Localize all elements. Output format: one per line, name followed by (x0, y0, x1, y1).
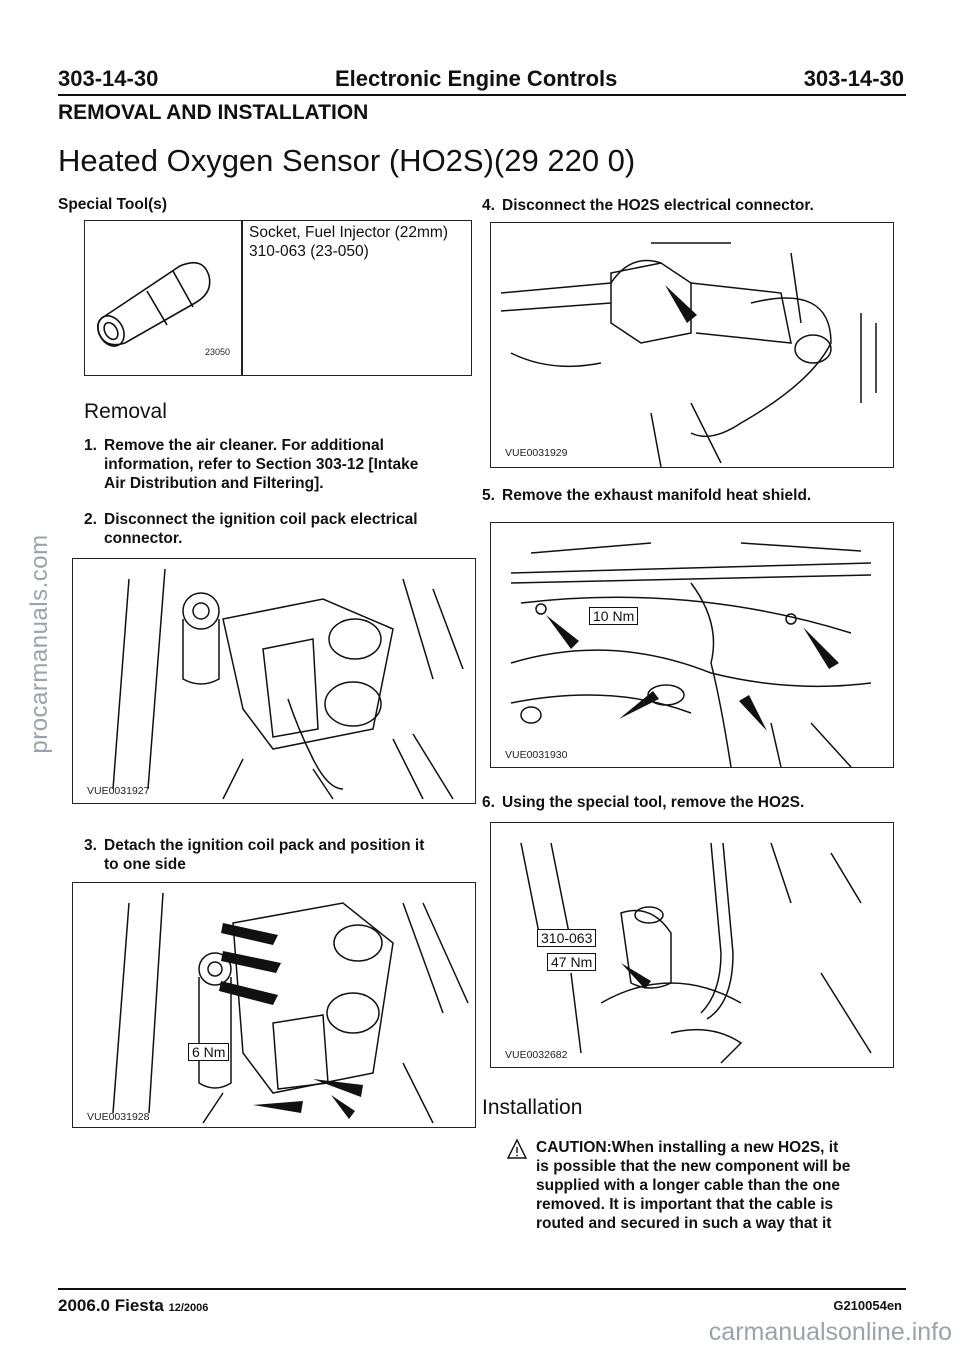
step-4-line-1: Disconnect the HO2S electrical connector… (502, 197, 814, 214)
figure-coil-pack-detach: 6 Nm VUE0031928 (72, 882, 476, 1128)
bottom-watermark: carmanualsonline.info (708, 1318, 952, 1346)
page-title: Heated Oxygen Sensor (HO2S)(29 220 0) (58, 143, 636, 178)
step-4-number: 4. (482, 197, 495, 214)
figure-ho2s-connector: VUE0031929 (490, 222, 894, 468)
tool-image-code: 23050 (205, 347, 231, 357)
figure-heat-shield: 10 Nm VUE0031930 (490, 522, 894, 768)
special-tools-table: 23050 Socket, Fuel Injector (22mm) 310-0… (84, 220, 472, 376)
figure-4-code: VUE0031930 (505, 749, 568, 761)
step-5-number: 5. (482, 487, 495, 504)
step-6-number: 6. (482, 794, 495, 811)
step-1-line-1: Remove the air cleaner. For additional (104, 437, 384, 454)
page-number-right: 303-14-30 (803, 66, 904, 91)
step-3-line-1: Detach the ignition coil pack and positi… (104, 837, 425, 854)
footer-code: G210054en (833, 1298, 902, 1313)
step-2-line-2: connector. (104, 530, 183, 547)
tool-name: Socket, Fuel Injector (22mm) (249, 224, 448, 241)
side-watermark: procarmanuals.com (26, 534, 53, 754)
step-1-number: 1. (84, 437, 97, 454)
heat-shield-illustration (510, 542, 872, 767)
figure-1-code: VUE0031927 (87, 785, 150, 797)
ignition-coil-illustration (112, 568, 464, 800)
caution-line-2: is possible that the new component will … (536, 1158, 851, 1175)
special-tools-heading: Special Tool(s) (58, 196, 168, 213)
step-1-line-2: information, refer to Section 303-12 [In… (104, 456, 419, 473)
caution-line-5: routed and secured in such a way that it (536, 1215, 832, 1232)
step-6-line-1: Using the special tool, remove the HO2S. (502, 794, 805, 811)
ho2s-connector-illustration (500, 242, 877, 467)
step-2-line-1: Disconnect the ignition coil pack electr… (104, 511, 418, 528)
figure-3-code: VUE0031929 (505, 447, 568, 459)
footer-model-name: 2006.0 Fiesta (58, 1296, 164, 1315)
footer-date: 12/2006 (168, 1302, 209, 1314)
section-heading: REMOVAL AND INSTALLATION (58, 101, 369, 124)
caution-line-4: removed. It is important that the cable … (536, 1196, 834, 1213)
figure-2-code: VUE0031928 (87, 1111, 150, 1123)
figure-5-code: VUE0032682 (505, 1049, 568, 1061)
step-5-line-1: Remove the exhaust manifold heat shield. (502, 487, 812, 504)
header-rule (58, 94, 906, 96)
coil-pack-illustration (112, 892, 469, 1124)
installation-heading: Installation (482, 1096, 583, 1119)
torque-callout-6nm: 6 Nm (188, 1043, 230, 1061)
fuel-injector-socket-icon (97, 261, 211, 347)
footer-rule (58, 1288, 906, 1290)
tool-number: 310-063 (23-050) (249, 243, 369, 260)
caution-line-3: supplied with a longer cable than the on… (536, 1177, 841, 1194)
footer-model: 2006.0 Fiesta 12/2006 (58, 1296, 208, 1316)
step-3-line-2: to one side (104, 856, 186, 873)
torque-callout-47nm: 47 Nm (547, 953, 597, 971)
step-3-number: 3. (84, 837, 97, 854)
figure-ho2s-removal: 310-063 47 Nm VUE0032682 (490, 822, 894, 1068)
step-1-line-3: Air Distribution and Filtering]. (104, 475, 324, 492)
caution-line-1: CAUTION:When installing a new HO2S, it (536, 1139, 839, 1156)
figure-ignition-coil-connector: VUE0031927 (72, 558, 476, 804)
tool-callout-310-063: 310-063 (537, 929, 597, 947)
page-header-title: Electronic Engine Controls (335, 66, 618, 91)
table-divider (241, 221, 243, 375)
warning-triangle-icon (506, 1138, 528, 1159)
ho2s-removal-illustration (520, 842, 872, 1064)
torque-callout-10nm: 10 Nm (589, 607, 639, 625)
page-number-left: 303-14-30 (58, 66, 159, 91)
removal-heading: Removal (84, 400, 167, 423)
step-2-number: 2. (84, 511, 97, 528)
